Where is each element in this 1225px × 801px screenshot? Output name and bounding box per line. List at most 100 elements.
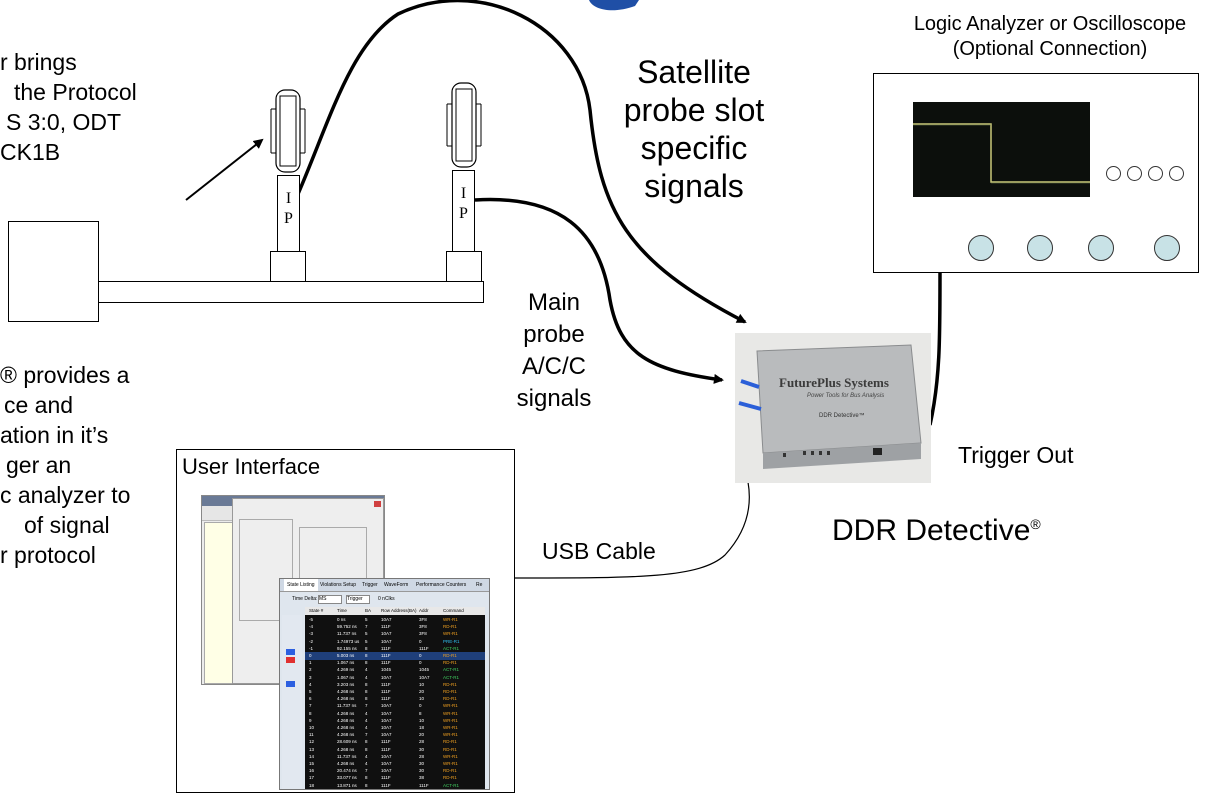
marker-badge [286, 681, 295, 687]
table-cell: 0 [419, 638, 422, 644]
oscilloscope-knob [968, 235, 994, 261]
table-cell: 6 [309, 696, 312, 702]
table-cell: 0 [309, 653, 312, 658]
table-cell: 0 [419, 703, 422, 709]
tab-more[interactable]: Re [476, 582, 483, 588]
table-cell: WR-R1 [443, 753, 458, 759]
table-cell: 4 [365, 710, 368, 716]
column-header: Command [443, 608, 464, 613]
left-text-line: c analyzer to [0, 482, 131, 508]
indicator-dot [1148, 166, 1163, 181]
tab-waveform[interactable]: WaveForm [384, 582, 409, 588]
table-cell: 10A7 [419, 674, 430, 680]
device-tagline: Power Tools for Bus Analysis [807, 393, 885, 399]
table-cell: -4 [309, 624, 314, 630]
pointer-arrow [185, 138, 264, 201]
memory-module-icon [446, 82, 482, 168]
time-delta-select[interactable]: MS [318, 595, 342, 604]
trigger-select[interactable]: Trigger [346, 595, 370, 604]
table-cell: 28 [419, 753, 425, 759]
table-cell: -3 [309, 631, 314, 637]
interposer-letter: I [285, 190, 292, 207]
table-cell: 10A7 [381, 732, 392, 738]
table-cell: 5 [309, 689, 312, 694]
table-cell: 7 [365, 624, 368, 630]
table-cell: 8 [365, 746, 368, 752]
ddr-detective-label: DDR Detective® [832, 506, 1041, 549]
table-cell: 111F [381, 746, 391, 752]
tab-trigger[interactable]: Trigger [362, 582, 378, 588]
trigger-out-label: Trigger Out [958, 442, 1074, 468]
table-cell: WR-R1 [443, 732, 458, 738]
table-cell: ACT-R1 [443, 645, 460, 651]
interposer-letter: P [284, 210, 293, 227]
table-cell: RD-R1 [443, 696, 457, 702]
table-cell: 1045 [381, 667, 392, 673]
table-cell: 10 [419, 696, 425, 702]
oscilloscope-knob [1027, 235, 1053, 261]
table-cell: 92.155 ns [337, 645, 357, 651]
table-cell: 13.871 ns [337, 782, 357, 788]
main-probe-line: probe [523, 321, 585, 348]
table-cell: 4.268 ns [337, 710, 355, 716]
device-brand: FuturePlus Systems [779, 375, 889, 390]
table-cell: 30 [419, 768, 425, 774]
registered-mark: ® [1030, 516, 1041, 532]
table-cell: 8 [365, 660, 368, 666]
setup-dialog-close-icon[interactable] [374, 501, 381, 507]
table-cell: 8 [365, 689, 368, 694]
tab-violations-setup[interactable]: Violations Setup [320, 582, 357, 588]
memory-module-left [270, 87, 306, 175]
satellite-cable [296, 0, 747, 324]
table-cell: 4 [365, 761, 368, 766]
satellite-line: signals [644, 168, 744, 204]
marker-badge [286, 657, 295, 663]
usb-cable-line [514, 481, 750, 579]
table-cell: 10A7 [381, 761, 392, 766]
tab-performance-counters[interactable]: Performance Counters [416, 582, 467, 588]
table-cell: 11.737 ns [337, 753, 357, 759]
table-cell: 20 [419, 689, 425, 694]
table-cell: 20 [419, 732, 425, 738]
table-cell: 5 [365, 631, 368, 637]
table-cell: 1 [309, 660, 312, 666]
table-cell: PRE-R1 [443, 638, 460, 644]
table-cell: 10 [419, 681, 425, 687]
table-cell: 10A7 [381, 638, 392, 644]
table-cell: ACT-R1 [443, 782, 460, 788]
table-cell: 8 [365, 696, 368, 702]
tab-state-listing[interactable]: State Listing [284, 579, 318, 591]
table-cell: 4.268 ns [337, 732, 355, 738]
table-cell: 10 [309, 725, 315, 730]
table-cell: 111F [419, 782, 429, 788]
indicator-dot [1169, 166, 1184, 181]
interposer-letter: I [460, 185, 467, 202]
table-cell: 8 [419, 710, 422, 716]
left-text-line: ation in it’s [0, 422, 109, 448]
table-cell: 10A7 [381, 768, 392, 774]
